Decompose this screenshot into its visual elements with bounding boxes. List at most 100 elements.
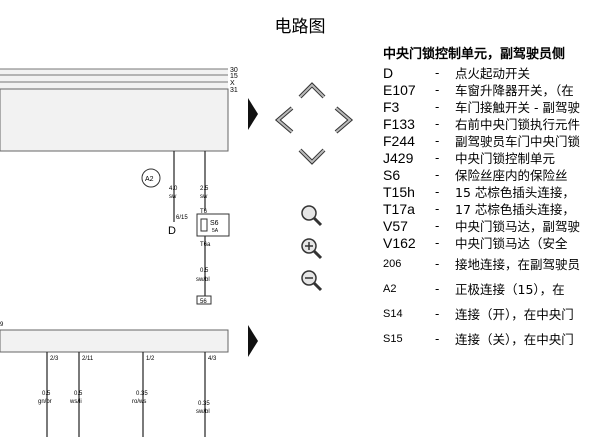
legend-dash: - — [435, 281, 440, 296]
legend-desc: 保险丝座内的保险丝 — [455, 168, 568, 183]
pin-label-lower-1: 2/3 — [50, 356, 59, 362]
legend-desc: 连接（开），在中央门 — [455, 307, 574, 322]
legend-dash: - — [435, 116, 440, 131]
pin-label-t6: T6 — [200, 209, 208, 215]
s6-fuse-element — [200, 218, 208, 232]
legend-row: S6 -保险丝座内的保险丝 — [383, 166, 600, 184]
legend-row: S14 -连接（开），在中央门 — [383, 301, 600, 326]
wire-size-5: 0.5 — [74, 391, 83, 397]
legend-row: E107-车窗升降器开关，（在 — [383, 81, 600, 99]
pin-label-lower-2: 2/11 — [82, 356, 94, 362]
legend-dash: - — [435, 150, 440, 165]
s6-name: S6 — [210, 220, 219, 227]
legend-code: F133 — [383, 115, 415, 132]
fuse-box-panel — [0, 88, 229, 152]
legend-dash: - — [435, 167, 440, 182]
legend-desc: 17 芯棕色插头连接， — [455, 202, 575, 217]
legend-row: 206 -接地连接，在副驾驶员 — [383, 251, 600, 276]
legend-desc: 连接（关），在中央门 — [455, 332, 574, 347]
bus-label-15: 15 — [230, 73, 238, 80]
legend-desc: 正极连接（15），在 — [455, 282, 565, 297]
legend-code: D — [383, 64, 394, 81]
legend-dash: - — [435, 235, 440, 250]
legend-code: T15h — [383, 183, 415, 200]
legend-row: S15 -连接（关），在中央门 — [383, 326, 600, 351]
legend-dash: - — [435, 99, 440, 114]
legend-code: J429 — [383, 149, 414, 166]
a2-connection-circle — [141, 168, 161, 188]
zoom-fit-icon[interactable] — [299, 203, 323, 227]
legend-dash: - — [435, 218, 440, 233]
legend-row: F244-副驾驶员车门中央门锁 — [383, 132, 600, 150]
legend-row: T17a -17 芯棕色插头连接， — [383, 200, 600, 218]
bus-label-30: 30 — [230, 67, 238, 74]
zoom-out-icon[interactable] — [299, 268, 323, 292]
pan-left-button[interactable] — [270, 105, 302, 135]
legend-desc: 中央门锁控制单元 — [455, 151, 556, 166]
wire-size-6: 0.35 — [136, 391, 148, 397]
legend-dash: - — [435, 256, 440, 271]
legend-code: T17a — [383, 200, 415, 217]
pin-label-d: 6/15 — [176, 215, 188, 221]
wire-color-1: sw — [169, 194, 177, 200]
s6-sub: 5A — [212, 228, 219, 234]
lower-wires — [46, 352, 206, 437]
legend-dash: - — [435, 201, 440, 216]
legend-row: F133 -右前中央门锁执行元件 — [383, 115, 600, 133]
legend-desc: 车窗升降器开关，（在 — [455, 83, 574, 98]
legend-row: D -点火起动开关 — [383, 64, 600, 82]
wire-color-6: ro/ws — [132, 399, 146, 405]
legend-code: F244 — [383, 132, 415, 149]
legend-row: J429 -中央门锁控制单元 — [383, 149, 600, 167]
legend-row: F3 -车门接触开关 - 副驾驶 — [383, 98, 600, 116]
legend-desc: 接地连接，在副驾驶员 — [455, 257, 581, 272]
wire-color-7: sw/bl — [196, 409, 210, 415]
legend-code: S6 — [383, 166, 401, 183]
legend-title: 中央门锁控制单元，副驾驶员侧 — [383, 47, 566, 62]
legend-desc: 副驾驶员车门中央门锁 — [455, 134, 581, 149]
legend-dash: - — [435, 82, 440, 97]
legend-code: S15 — [383, 332, 403, 345]
next-arrow-lower[interactable] — [248, 325, 258, 357]
legend-row: A2 -正极连接（15），在 — [383, 276, 600, 301]
wire-size-2: 2.5 — [200, 186, 209, 192]
ground-label: 56 — [200, 299, 207, 305]
circuit-diagram: 30 15 X 31 A2 4.0 sw 2.5 sw 6/15 D T6 S6… — [0, 67, 238, 437]
zoom-in-icon[interactable] — [299, 236, 323, 260]
legend-code: V57 — [383, 217, 408, 234]
legend-desc: 车门接触开关 - 副驾驶 — [455, 100, 580, 115]
ground-box — [196, 295, 212, 305]
legend-code: S14 — [383, 307, 403, 320]
legend-dash: - — [435, 65, 440, 80]
legend-desc: 中央门锁马达（安全 — [455, 236, 568, 251]
legend-desc: 中央门锁马达，副驾驶 — [455, 219, 581, 234]
wire-size-4: 0.5 — [42, 391, 51, 397]
pin-label-t6a: T6a — [200, 242, 211, 248]
pan-up-button[interactable] — [296, 77, 328, 107]
legend-desc: 右前中央门锁执行元件 — [455, 117, 581, 132]
component-legend: 中央门锁控制单元，副驾驶员侧 D-点火起动开关 E107-车窗升降器开关，（在 … — [383, 43, 600, 351]
legend-row: T15h-15 芯棕色插头连接， — [383, 183, 600, 201]
wire-color-4: gn/br — [38, 399, 52, 405]
legend-code: V162 — [383, 234, 416, 251]
legend-code: A2 — [383, 282, 397, 295]
bus-shading — [0, 69, 228, 89]
wire-color-3: sw/bl — [196, 277, 210, 283]
legend-code: 206 — [383, 257, 402, 270]
wire-color-5: ws/li — [69, 399, 82, 405]
legend-desc: 点火起动开关 — [455, 66, 531, 81]
legend-desc: 15 芯棕色插头连接， — [455, 185, 575, 200]
legend-dash: - — [435, 306, 440, 321]
bus-label-31: 31 — [230, 87, 238, 94]
next-arrow-upper[interactable] — [248, 98, 258, 130]
wire-color-2: sw — [200, 194, 208, 200]
legend-dash: - — [435, 331, 440, 346]
pan-down-button[interactable] — [296, 140, 328, 170]
a2-label: A2 — [145, 176, 154, 183]
legend-row: V162 -中央门锁马达（安全 — [383, 234, 600, 252]
legend-code: F3 — [383, 98, 400, 115]
wire-size-7: 0.35 — [198, 401, 210, 407]
pan-right-button[interactable] — [326, 105, 358, 135]
wire-size-3: 0.5 — [200, 268, 209, 274]
wire-size-1: 4.0 — [169, 186, 178, 192]
